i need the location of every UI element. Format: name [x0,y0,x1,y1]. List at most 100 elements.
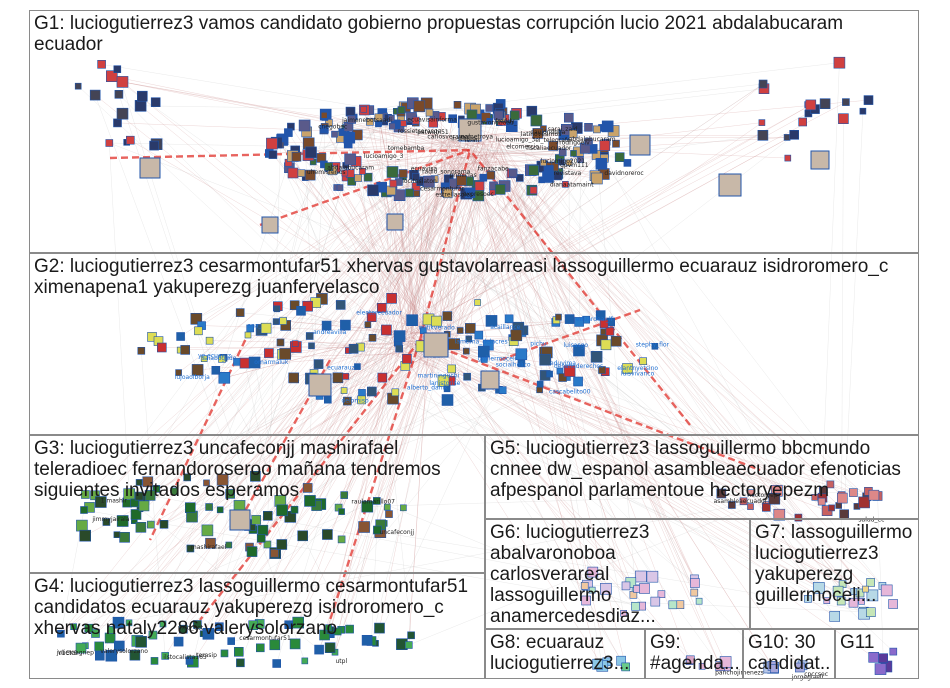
edge [455,149,871,613]
user-node-icon [828,504,835,512]
user-node-icon [388,122,396,130]
user-node-icon [202,627,215,640]
user-node-icon [288,372,300,384]
user-node-icon [386,292,397,304]
node-label: freddy [495,118,515,125]
edge [491,136,544,164]
user-node-icon [695,597,703,605]
user-node-icon [474,299,481,306]
user-node-icon [858,496,870,509]
edge [459,137,490,331]
node-label: uxiq_ect [178,624,204,631]
edge [444,160,801,668]
edge [117,69,197,319]
user-node-icon [486,118,494,125]
user-node-icon [588,586,596,594]
edge [449,145,605,330]
user-node-icon [477,345,490,358]
user-node-icon [481,112,491,122]
user-node-icon [413,100,426,113]
user-node-icon [448,338,461,350]
user-node-icon [555,313,562,321]
user-node-icon [804,594,812,603]
user-node-icon [302,483,313,493]
user-node-icon [517,359,526,368]
user-node-icon [868,489,880,501]
user-node-icon [125,619,133,627]
edge [401,108,471,111]
edge [464,143,788,159]
node-label: valerysolorzano [100,648,148,655]
user-node-icon [798,117,808,127]
user-node-icon [558,373,567,382]
edge [414,345,799,518]
user-node-icon [200,355,208,363]
user-node-icon [406,314,418,327]
node-label: dianaatamaint [550,182,594,189]
edge [334,348,392,653]
edge [394,166,543,328]
user-node-icon [880,584,893,597]
node-label: panchojimenezs [715,670,764,677]
user-node-icon [504,314,514,324]
edge [147,347,426,482]
user-node-icon [363,172,373,182]
user-node-icon [635,570,647,583]
node-label: patwahl51 [417,129,449,136]
edge [468,152,831,485]
node-label: cnegobec [318,124,347,131]
user-node-icon [601,120,614,133]
node-label: 1 mashir [101,497,128,504]
user-node-icon [849,488,858,497]
node-label: jaimenebotsaadi [341,117,392,124]
user-node-icon [248,356,261,369]
edge [367,491,869,507]
user-node-icon [338,508,345,515]
group-label-g4: G4: luciogutierrez3 lassoguillermo cesar… [34,576,469,639]
user-node-icon [386,166,399,178]
edge [109,164,490,639]
node-label: lociteslaton [402,178,437,185]
user-node-icon [343,139,353,149]
group-panel-g10: G10: 30 candidat... [743,629,835,679]
group-label-g1: G1: luciogutierrez3 vamos candidato gobi… [34,13,844,55]
edge [372,190,721,667]
edge [456,164,774,668]
user-node-icon [205,503,213,511]
edge [357,350,399,367]
user-node-icon [423,175,435,188]
node-label: luciomigo2021 [541,158,586,165]
user-node-icon [272,318,280,325]
edge [441,352,835,617]
edge [150,348,450,525]
user-node-icon [354,363,361,370]
user-node-icon [407,631,415,640]
user-node-icon [95,496,107,508]
user-node-icon [343,396,352,406]
node-label: socialholico [496,362,531,369]
edge [399,129,598,348]
user-node-icon [191,364,204,376]
user-node-icon [598,366,606,374]
edge [341,336,405,512]
user-node-icon [888,599,898,609]
user-node-icon [344,153,356,166]
user-node-icon [345,624,354,634]
edge [411,117,858,507]
user-node-icon [747,489,755,497]
node-label: instituto [451,136,476,143]
user-node-icon [361,634,373,646]
edge [408,339,430,646]
user-node-icon [144,490,156,501]
user-node-icon [447,364,457,374]
user-node-icon [398,169,408,178]
edge [419,159,581,337]
edge [464,161,827,601]
user-node-icon [268,150,278,159]
user-node-icon [685,655,695,665]
user-node-icon [325,119,333,127]
edge [446,151,579,331]
user-node-icon [348,343,359,354]
user-node-icon [284,510,297,523]
user-node-icon [215,622,224,632]
